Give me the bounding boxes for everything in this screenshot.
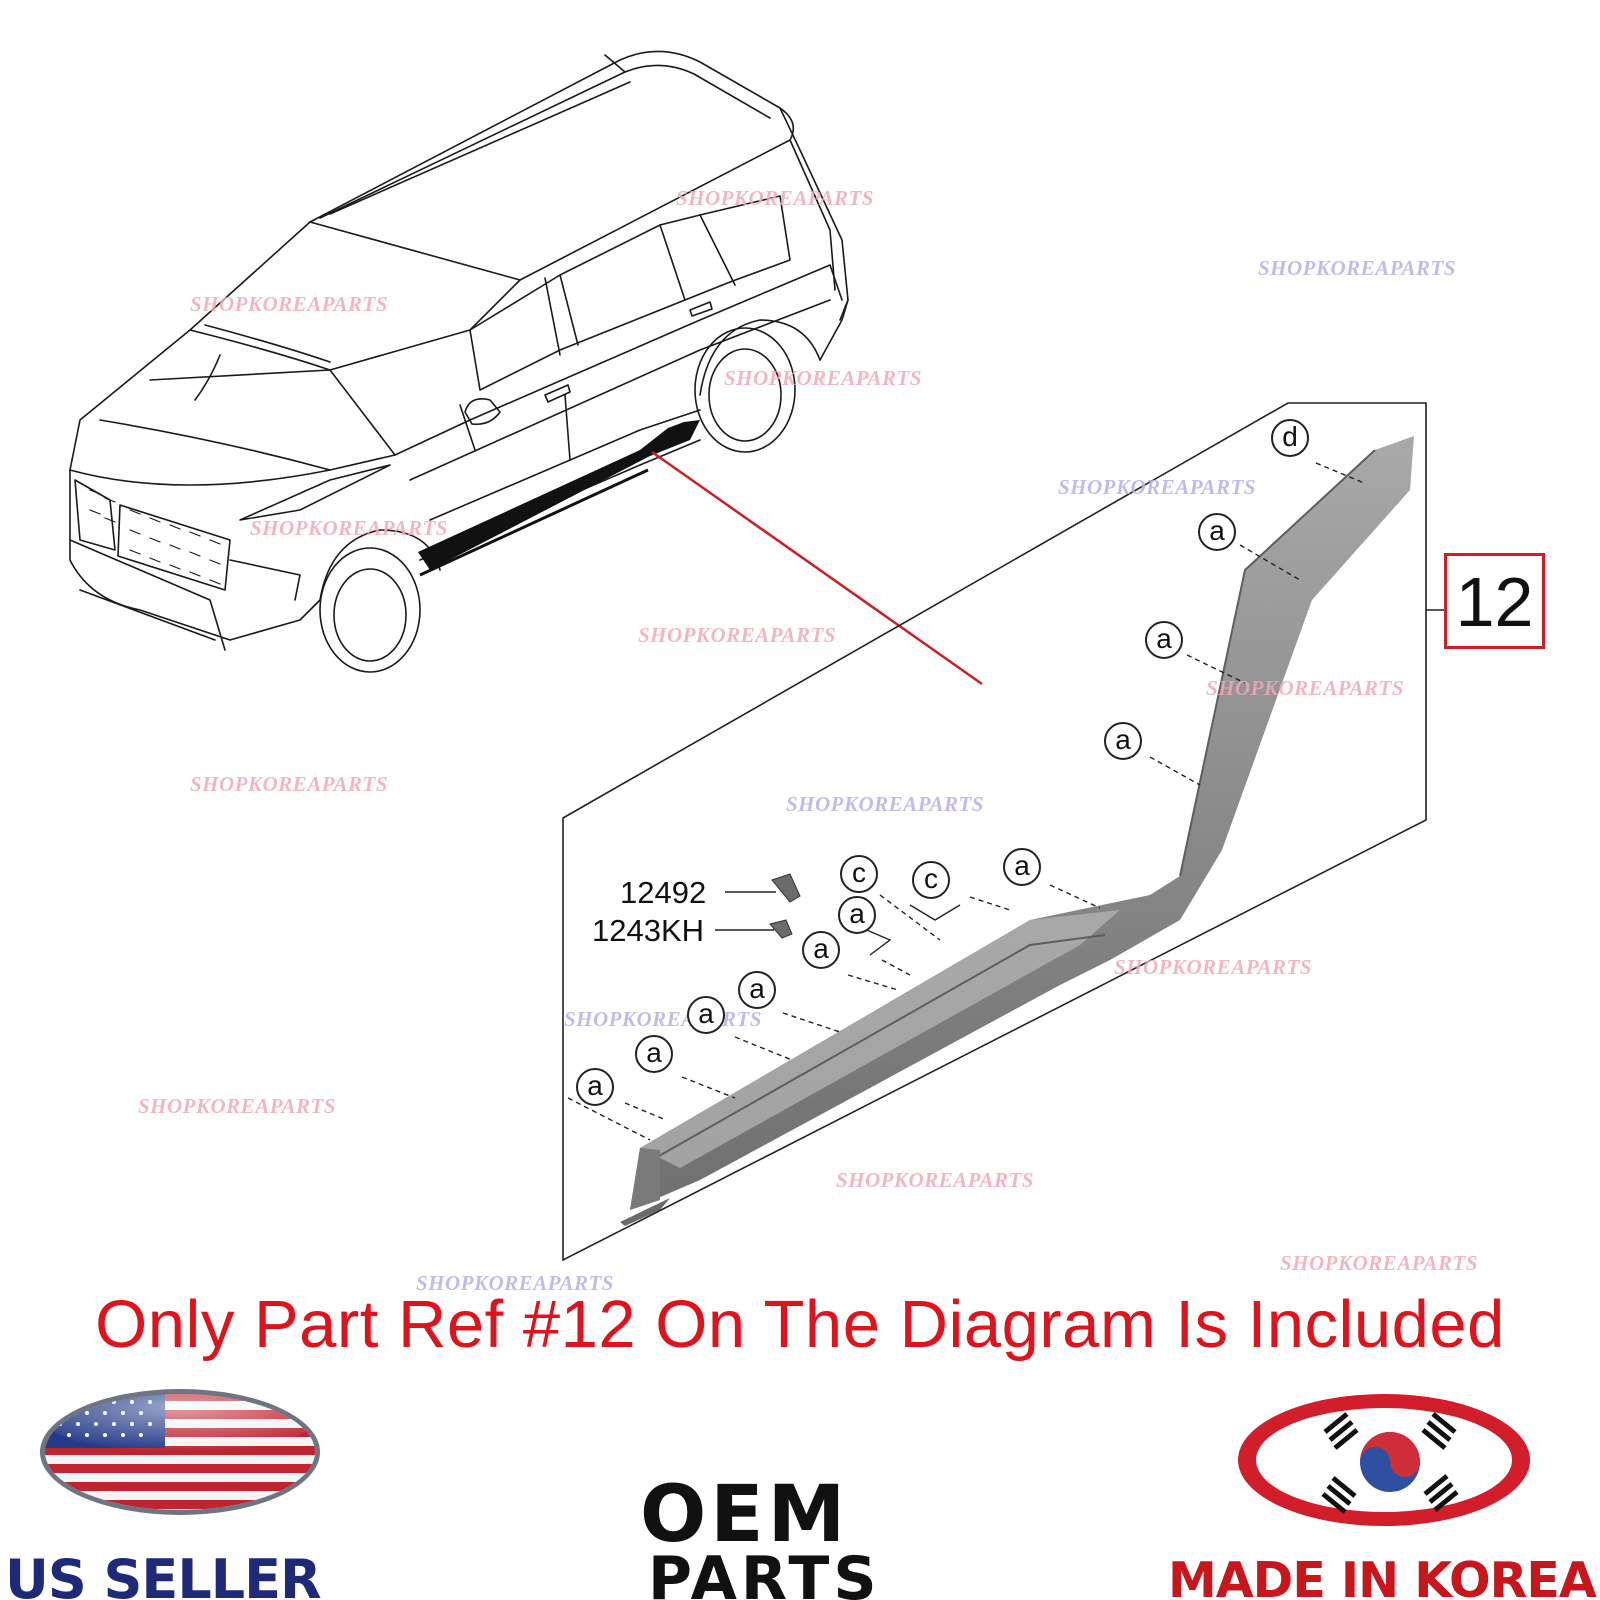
included-part-caption: Only Part Ref #12 On The Diagram Is Incl… bbox=[95, 1287, 1505, 1362]
parts-text: PARTS bbox=[648, 1544, 881, 1600]
callout-a: a bbox=[687, 996, 725, 1034]
watermark: SHOPKOREAPARTS bbox=[190, 772, 388, 796]
ref-number-box: 12 bbox=[1444, 553, 1545, 649]
callout-c: c bbox=[912, 861, 950, 899]
detail-frame bbox=[562, 402, 1427, 1262]
watermark: SHOPKOREAPARTS bbox=[1280, 1251, 1478, 1275]
watermark: SHOPKOREAPARTS bbox=[564, 1007, 762, 1031]
callout-a: a bbox=[802, 931, 840, 969]
clip-icons bbox=[769, 873, 801, 939]
us-seller-text: US SELLER bbox=[5, 1548, 322, 1600]
callout-arrows bbox=[567, 462, 1365, 1141]
callout-c: c bbox=[840, 855, 878, 893]
watermark: SHOPKOREAPARTS bbox=[676, 186, 874, 210]
watermark: SHOPKOREAPARTS bbox=[250, 516, 448, 540]
watermark: SHOPKOREAPARTS bbox=[1058, 475, 1256, 499]
callout-a: a bbox=[838, 896, 876, 934]
watermark: SHOPKOREAPARTS bbox=[836, 1168, 1034, 1192]
callout-a: a bbox=[576, 1068, 614, 1106]
watermark: SHOPKOREAPARTS bbox=[1114, 955, 1312, 979]
oem-text: OEM bbox=[640, 1470, 850, 1560]
callout-d: d bbox=[1271, 419, 1309, 457]
watermark: SHOPKOREAPARTS bbox=[638, 623, 836, 647]
callout-a: a bbox=[1104, 722, 1142, 760]
trigram-marks bbox=[1321, 1412, 1459, 1514]
leader-line bbox=[651, 450, 983, 686]
us-flag-badge bbox=[40, 1389, 320, 1515]
made-in-korea-text: MADE IN KOREA bbox=[1168, 1552, 1597, 1600]
callout-a: a bbox=[1003, 848, 1041, 886]
watermark: SHOPKOREAPARTS bbox=[724, 366, 922, 390]
part-code-1243kh: 1243KH bbox=[592, 913, 705, 948]
korea-flag-badge bbox=[1238, 1394, 1530, 1526]
watermark: SHOPKOREAPARTS bbox=[786, 792, 984, 816]
side-sill-molding-part bbox=[620, 436, 1414, 1226]
watermark: SHOPKOREAPARTS bbox=[138, 1094, 336, 1118]
part-code-12492: 12492 bbox=[620, 875, 707, 910]
side-molding-highlight bbox=[418, 420, 700, 570]
watermark: SHOPKOREAPARTS bbox=[190, 292, 388, 316]
callout-a: a bbox=[1145, 621, 1183, 659]
watermark: SHOPKOREAPARTS bbox=[1206, 676, 1404, 700]
callout-a: a bbox=[738, 971, 776, 1009]
vehicle-illustration bbox=[69, 50, 849, 673]
callout-a: a bbox=[635, 1035, 673, 1073]
watermark: SHOPKOREAPARTS bbox=[1258, 256, 1456, 280]
callout-a: a bbox=[1198, 513, 1236, 551]
watermark: SHOPKOREAPARTS bbox=[416, 1271, 614, 1295]
